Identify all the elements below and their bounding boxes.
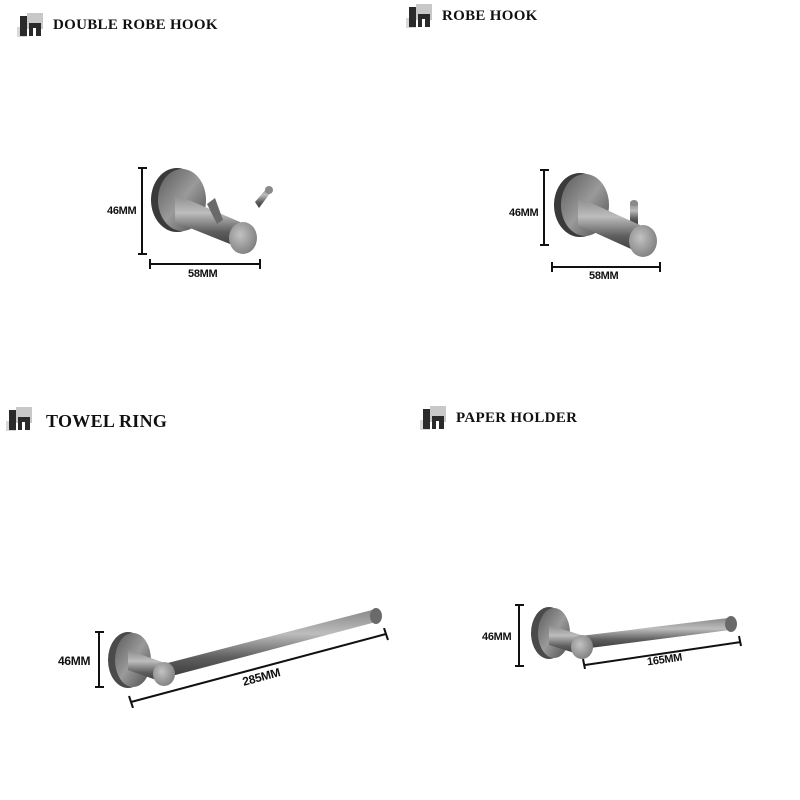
brand-logo-icon (420, 406, 446, 430)
panel-robe-hook: ROBE HOOK 46MM 58MM (400, 0, 800, 400)
product-title: ROBE HOOK (442, 7, 538, 24)
panel-header: PAPER HOLDER (420, 406, 577, 430)
height-dimension-line (138, 167, 147, 255)
width-dimension-line (551, 262, 661, 272)
paper-holder-image (531, 607, 737, 659)
height-label: 46MM (509, 207, 539, 219)
height-dimension-line (540, 169, 549, 246)
robe-hook-image (554, 173, 657, 257)
product-title: TOWEL RING (46, 410, 168, 431)
towel-ring-image (108, 608, 382, 688)
height-label: 46MM (107, 205, 137, 217)
panel-header: ROBE HOOK (406, 4, 538, 28)
length-dimension-line (582, 635, 742, 669)
width-label: 58MM (188, 268, 218, 280)
brand-logo-icon (6, 407, 36, 435)
width-label: 58MM (589, 270, 619, 282)
height-label: 46MM (482, 631, 512, 643)
panel-double-robe-hook: DOUBLE ROBE HOOK 46MM 58MM (0, 0, 400, 400)
panel-header: DOUBLE ROBE HOOK (17, 13, 218, 37)
double-robe-hook-image (151, 168, 273, 254)
width-dimension-line (149, 259, 261, 269)
height-dimension-line (515, 604, 524, 667)
panel-towel-ring: TOWEL RING 46MM 285MM (0, 400, 400, 800)
brand-logo-icon (17, 13, 43, 37)
height-label: 46MM (58, 654, 91, 668)
product-title: PAPER HOLDER (456, 409, 578, 426)
panel-header: TOWEL RING (6, 407, 167, 435)
product-title: DOUBLE ROBE HOOK (53, 16, 218, 33)
length-dimension-line (128, 628, 389, 708)
height-dimension-line (95, 631, 104, 688)
brand-logo-icon (406, 4, 432, 28)
panel-paper-holder: PAPER HOLDER 46MM 165MM (400, 400, 800, 800)
